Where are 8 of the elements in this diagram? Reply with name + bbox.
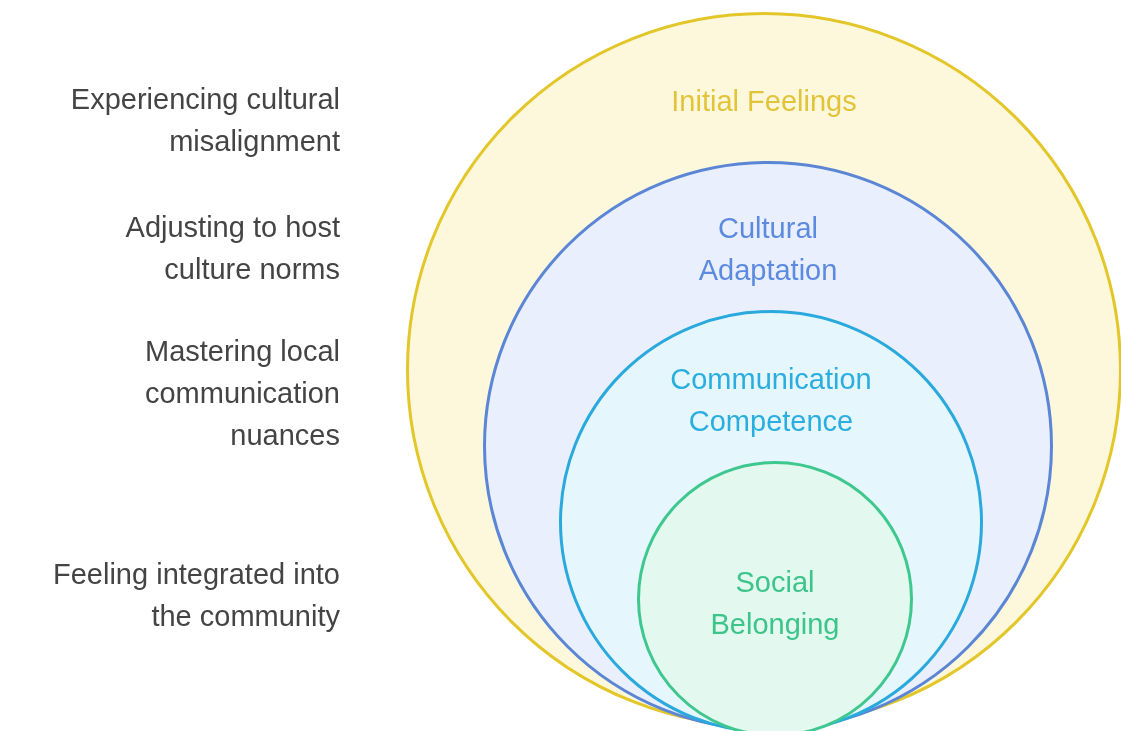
circle-title: Social Belonging xyxy=(709,565,841,642)
circle-title: Initial Feelings xyxy=(670,84,858,119)
description-text: Adjusting to host culture norms xyxy=(124,210,340,287)
description-text: Mastering local communication nuances xyxy=(143,334,340,453)
circle-title: Cultural Adaptation xyxy=(697,211,839,288)
description-text: Experiencing cultural misalignment xyxy=(69,82,340,159)
circle-title: Communication Competence xyxy=(669,362,873,439)
description-text: Feeling integrated into the community xyxy=(52,557,340,634)
